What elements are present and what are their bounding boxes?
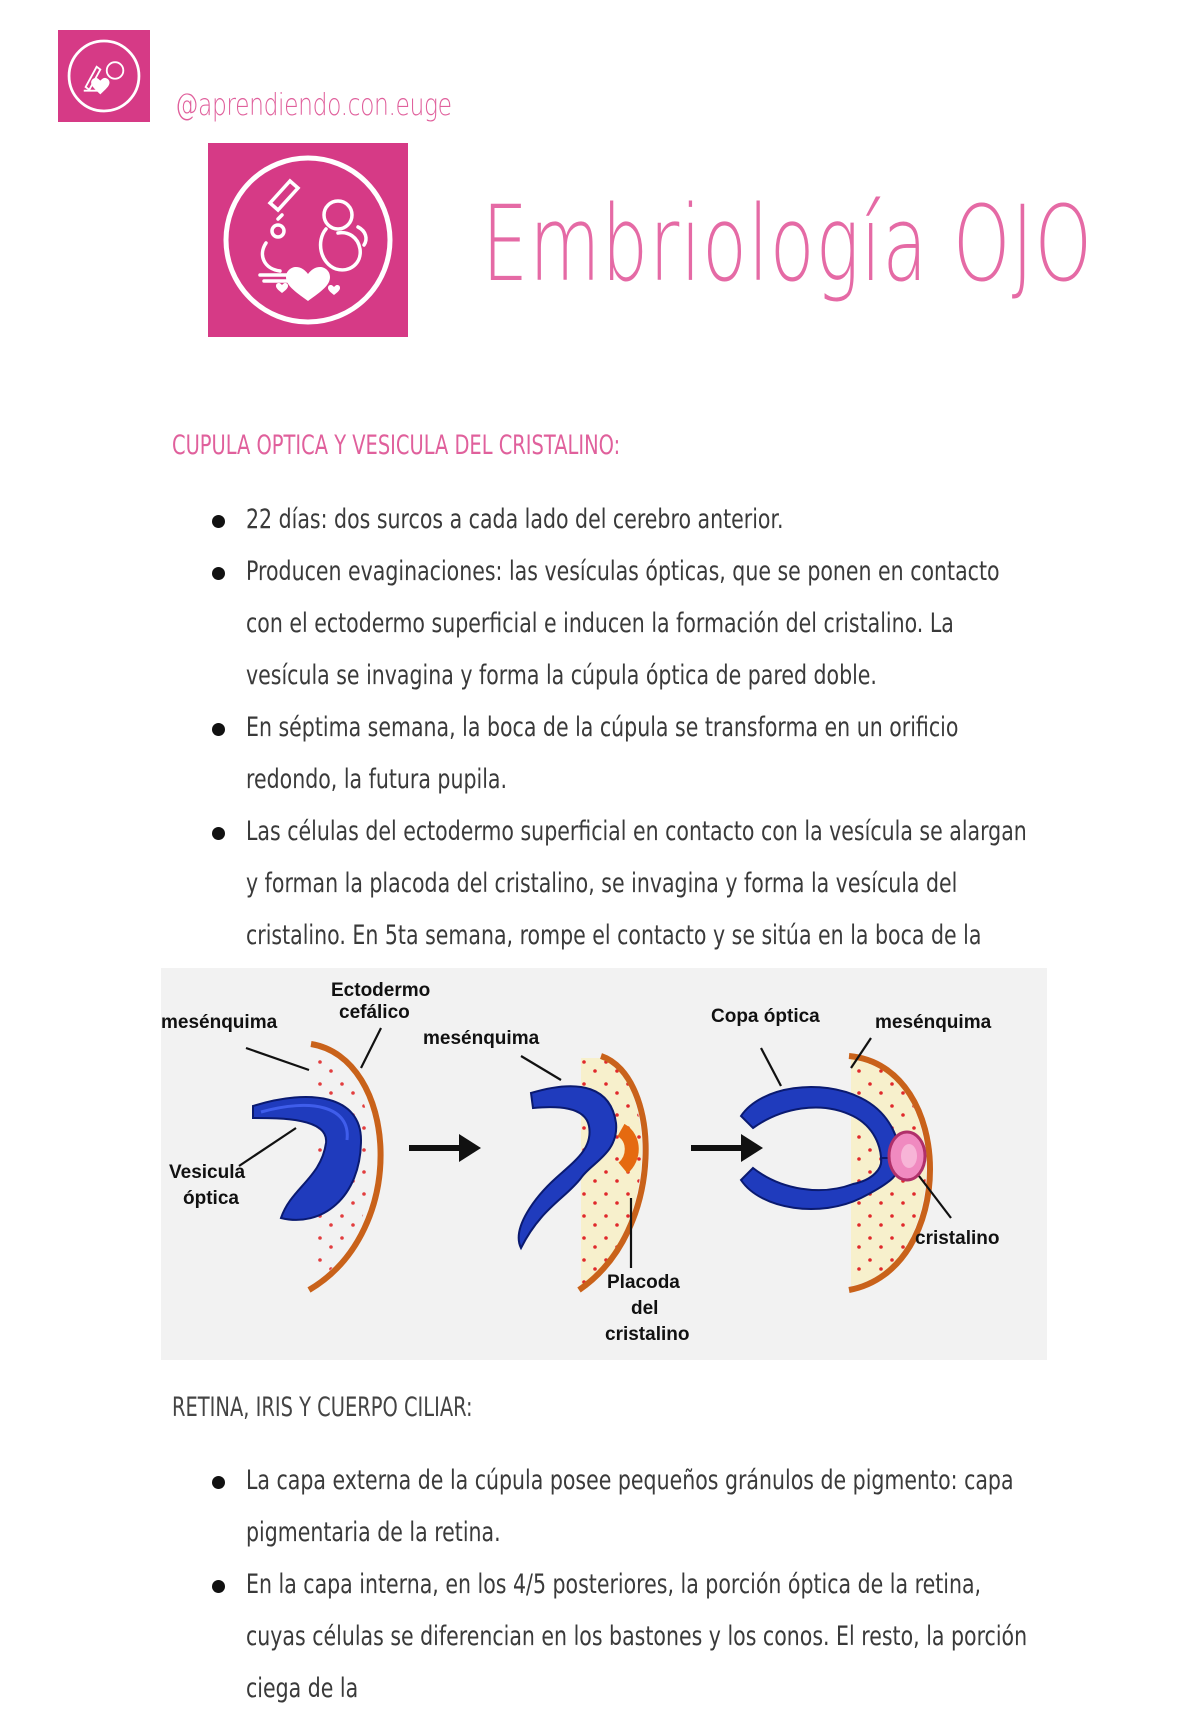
label-vesicula: Vesicula bbox=[169, 1162, 245, 1183]
brand-logo-icon bbox=[67, 39, 141, 113]
label-ectodermo: Ectodermo bbox=[331, 980, 430, 1001]
arrow-1 bbox=[409, 1134, 481, 1162]
list-item: 22 días: dos surcos a cada lado del cere… bbox=[206, 494, 1200, 546]
section-heading-retina: RETINA, IRIS Y CUERPO CILIAR: bbox=[172, 1392, 473, 1423]
list-item: En séptima semana, la boca de la cúpula … bbox=[206, 702, 1200, 806]
label-mesenquima-2: mesénquima bbox=[423, 1028, 540, 1049]
bullet-list-cupula: 22 días: dos surcos a cada lado del cere… bbox=[206, 494, 1200, 1014]
list-item: La capa externa de la cúpula posee peque… bbox=[206, 1455, 1200, 1559]
brand-logo-large-icon bbox=[223, 155, 393, 325]
pointer-lines bbox=[238, 1027, 952, 1268]
logo-small bbox=[58, 30, 150, 122]
label-placoda: Placoda bbox=[607, 1272, 680, 1293]
bullet-list-retina: La capa externa de la cúpula posee peque… bbox=[206, 1455, 1200, 1715]
stage-2-lens-placode bbox=[517, 1053, 649, 1293]
eye-development-diagram: Ectodermo cefálico mesénquima Vesicula ó… bbox=[161, 968, 1047, 1360]
label-cristalino-1: cristalino bbox=[605, 1324, 689, 1345]
label-cefalico: cefálico bbox=[339, 1002, 410, 1023]
diagram-svg: Ectodermo cefálico mesénquima Vesicula ó… bbox=[161, 980, 999, 1345]
label-mesenquima-3: mesénquima bbox=[875, 1012, 992, 1033]
arrow-2 bbox=[691, 1134, 763, 1162]
label-cristalino-2: cristalino bbox=[915, 1228, 999, 1249]
label-del: del bbox=[631, 1298, 658, 1319]
author-handle: @aprendiendo.con.euge bbox=[175, 88, 452, 123]
logo-large bbox=[208, 143, 408, 337]
label-optica: óptica bbox=[183, 1188, 239, 1209]
ectoderm-layer bbox=[307, 1041, 384, 1293]
stage-3-optic-cup bbox=[739, 1053, 933, 1293]
stage-1-optic-vesicle bbox=[252, 1041, 384, 1293]
optic-vesicle bbox=[252, 1096, 363, 1221]
list-item: Producen evaginaciones: las vesículas óp… bbox=[206, 546, 1200, 702]
label-copa-optica: Copa óptica bbox=[711, 1006, 820, 1027]
label-mesenquima-1: mesénquima bbox=[161, 1012, 278, 1033]
list-item: En la capa interna, en los 4/5 posterior… bbox=[206, 1559, 1200, 1715]
section-heading-cupula: CUPULA OPTICA Y VESICULA DEL CRISTALINO: bbox=[172, 430, 621, 461]
page-title: Embriología OJO bbox=[482, 183, 1094, 305]
